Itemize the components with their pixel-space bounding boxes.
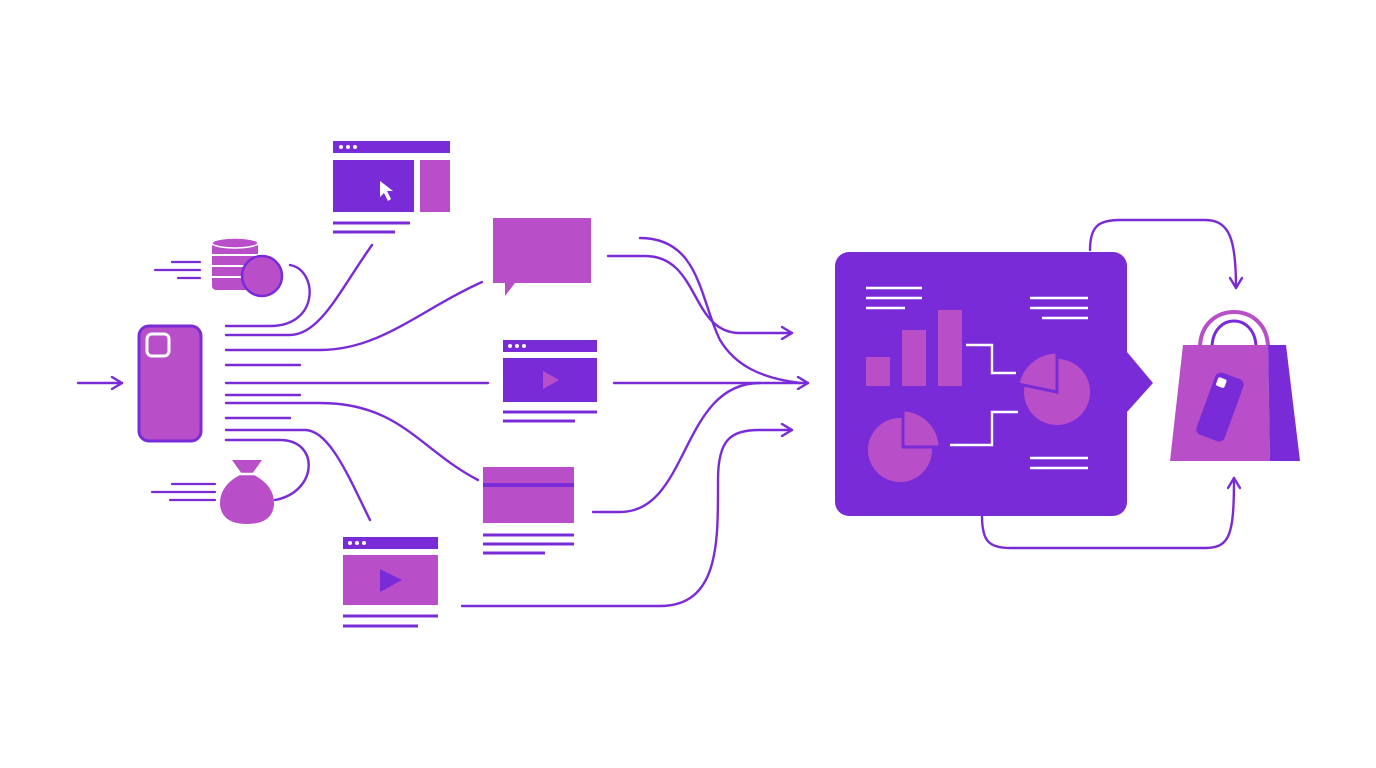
money-bag-icon xyxy=(219,460,275,524)
speech-bubble-icon xyxy=(493,218,591,296)
connector-video-large-to-dashboard xyxy=(460,430,794,608)
connector-card-to-dashboard xyxy=(591,381,762,514)
connector-lines xyxy=(76,218,1236,608)
coin-stack-icon xyxy=(211,237,284,298)
connector-bag xyxy=(224,438,310,502)
shopping-bag-icon xyxy=(1170,310,1300,461)
browser-cursor-icon xyxy=(333,141,450,234)
connector-coins xyxy=(224,263,311,328)
loop-arrow-bottom xyxy=(980,476,1234,550)
video-player-icon xyxy=(503,340,597,423)
connector-chat xyxy=(224,280,484,352)
connector-browser xyxy=(224,243,374,337)
connector-funnel-top xyxy=(638,236,802,385)
video-player-icon xyxy=(343,537,438,628)
connector-chat-to-dashboard xyxy=(606,254,794,333)
analytics-dashboard-icon xyxy=(835,252,1153,516)
connector-video-large xyxy=(224,428,372,522)
connector-card xyxy=(224,401,480,482)
loop-arrow-top xyxy=(1088,218,1236,290)
smartphone-icon xyxy=(137,324,203,443)
card-window-icon xyxy=(483,467,574,555)
